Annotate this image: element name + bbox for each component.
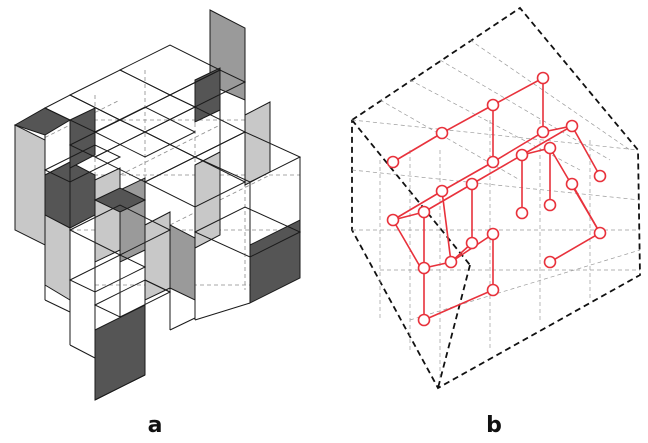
- network-node: [486, 98, 500, 112]
- panel-b-network-edges: [392, 77, 602, 322]
- network-node: [444, 255, 458, 269]
- network-node: [536, 71, 550, 85]
- panel-a-dark-faces: [13, 67, 301, 401]
- panel-a-label: a: [148, 413, 163, 438]
- panel-a-mid-faces: [119, 9, 246, 301]
- network-node: [386, 155, 400, 169]
- network-node: [417, 205, 431, 219]
- network-node: [486, 155, 500, 169]
- network-node: [543, 198, 557, 212]
- network-node: [417, 313, 431, 327]
- network-node: [565, 119, 579, 133]
- network-node: [486, 283, 500, 297]
- panel-b-boundary: [351, 6, 641, 390]
- network-node: [465, 236, 479, 250]
- panel-b-label: b: [486, 413, 502, 438]
- network-node: [593, 169, 607, 183]
- network-node: [435, 126, 449, 140]
- panel-b-network-nodes: [386, 71, 607, 327]
- network-node: [515, 148, 529, 162]
- network-node: [543, 255, 557, 269]
- network-node: [486, 227, 500, 241]
- panel-a-outline: [43, 28, 302, 401]
- network-node: [543, 141, 557, 155]
- network-node: [515, 206, 529, 220]
- network-node: [465, 177, 479, 191]
- panel-b-diagram: [351, 6, 641, 390]
- network-node: [417, 261, 431, 275]
- network-node: [593, 226, 607, 240]
- network-node: [435, 184, 449, 198]
- network-node: [565, 177, 579, 191]
- network-node: [536, 125, 550, 139]
- network-node: [386, 213, 400, 227]
- panel-a-structure: [13, 9, 302, 401]
